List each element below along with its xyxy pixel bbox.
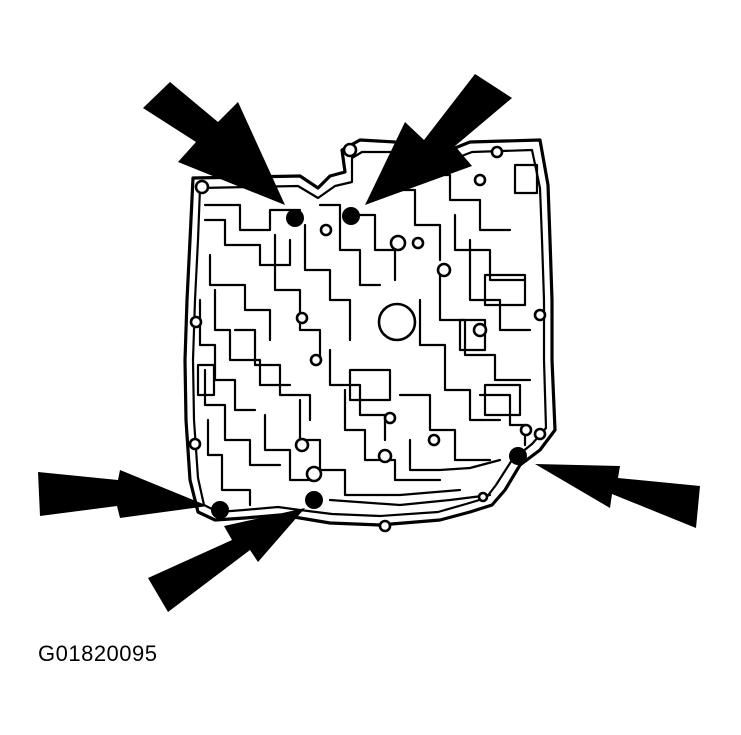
arrow-icon [535,464,700,528]
check-ball-icon [305,491,323,509]
orifice-holes [188,142,547,533]
check-ball-icon [286,209,304,227]
arrow-icon [143,82,285,205]
pointer-arrows [38,74,700,612]
fluid-passages [196,163,539,507]
arrow-icon [38,470,208,518]
check-ball-icon [211,501,229,519]
figure-id-label: G01820095 [38,641,158,666]
arrow-icon [148,508,305,612]
check-balls [211,207,527,519]
arrow-icon [365,74,512,205]
check-ball-icon [342,207,360,225]
check-ball-icon [509,447,527,465]
